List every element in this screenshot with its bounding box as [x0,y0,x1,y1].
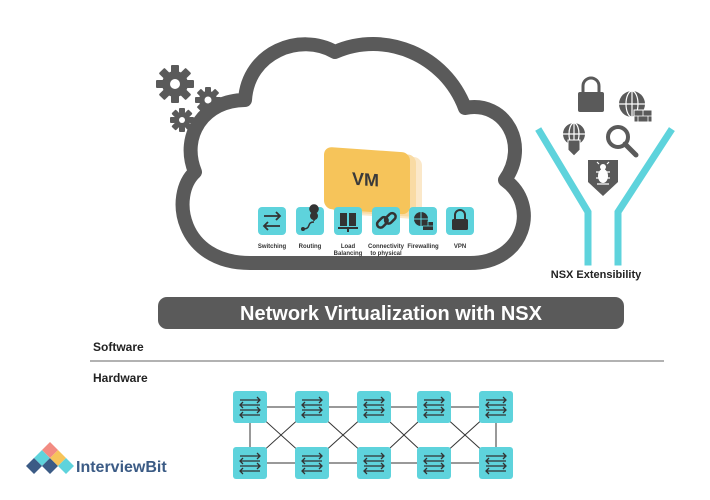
lock-icon [578,76,604,112]
link-icon [375,211,397,229]
search-icon [606,125,639,158]
svg-text:Switching: Switching [258,244,287,250]
service-label: Connectivity [368,244,405,250]
service-label: VPN [454,244,466,250]
service-switching: Switching [258,207,287,250]
service-label: Balancing [334,251,363,257]
globe-firewall-icon [619,90,653,123]
network-switch-icon [479,447,513,479]
network-switch-icon [417,391,451,423]
extensibility-icons [563,76,653,196]
firewall-icon [414,212,433,230]
svg-text:Balancing: Balancing [334,251,363,257]
vm-label: VM [352,169,379,191]
extensibility-funnel [535,127,675,266]
network-switch-icon [417,447,451,479]
svg-text:Connectivity: Connectivity [368,244,405,250]
globe-shield-icon [563,122,585,157]
gears-icon [156,65,221,132]
cloud-shape [175,37,531,270]
extensibility-label: NSX Extensibility [551,269,642,281]
brand-name: InterviewBit [76,459,167,476]
service-firewalling: Firewalling [407,207,439,250]
switch-mesh [233,391,513,479]
network-switch-icon [233,391,267,423]
service-connectivity: Connectivity to physical [368,207,405,257]
network-switch-icon [295,391,329,423]
svg-text:Firewalling: Firewalling [407,244,439,250]
svg-text:Load: Load [341,244,356,250]
service-load-balancing: Load Balancing [334,207,363,257]
bug-shield-icon [588,160,618,196]
svg-text:to physical: to physical [370,251,402,257]
load-balancing-icon [338,213,358,232]
service-vpn: VPN [446,207,474,250]
svg-text:VPN: VPN [454,244,466,250]
service-label: Routing [299,244,322,250]
switching-icon [262,211,282,231]
lock-icon [452,209,468,230]
hardware-label: Hardware [93,371,148,385]
routing-icon [301,204,319,231]
service-label: Load [341,244,356,250]
banner-title: Network Virtualization with NSX [240,303,543,325]
service-label: Firewalling [407,244,439,250]
network-switch-icon [295,447,329,479]
network-switch-icon [233,447,267,479]
service-routing: Routing [296,204,324,250]
svg-text:Routing: Routing [299,244,322,250]
service-label: to physical [370,251,402,257]
software-label: Software [93,340,144,354]
service-label: Switching [258,244,287,250]
network-switch-icon [479,391,513,423]
vm-stack: VM [324,147,422,219]
network-switch-icon [357,447,391,479]
network-switch-icon [357,391,391,423]
interviewbit-logo-icon [26,442,74,474]
banner [158,297,624,329]
